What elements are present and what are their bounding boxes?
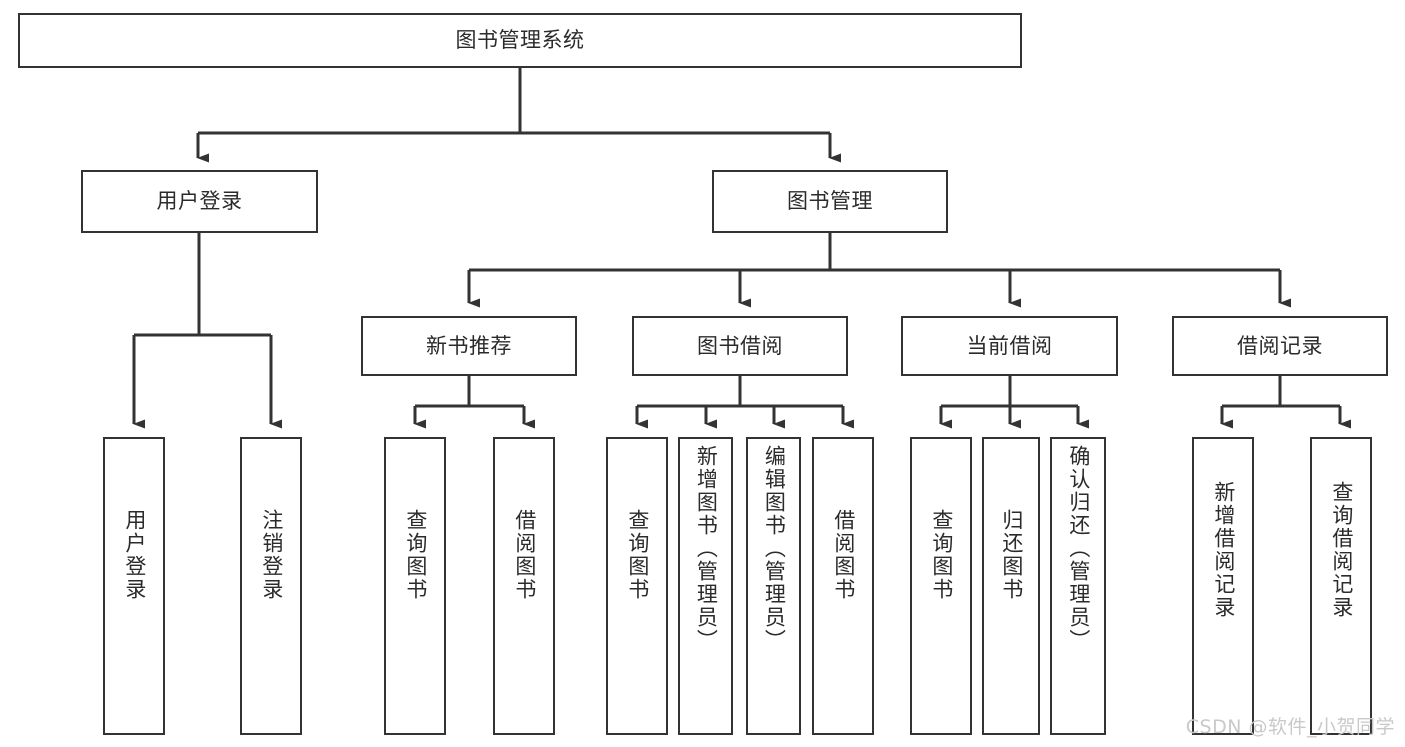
node-current-borrow[interactable]: 当前借阅 <box>901 316 1118 376</box>
leaf-logout-label: 注销登录 <box>259 509 284 601</box>
leaf-borrow-book-1[interactable]: 借阅图书 <box>493 437 555 735</box>
leaf-add-book[interactable]: 新增图书（管理员） <box>678 437 733 735</box>
leaf-user-login[interactable]: 用户登录 <box>103 437 165 735</box>
leaf-query-book-3-label: 查询图书 <box>929 509 954 601</box>
node-borrow-record[interactable]: 借阅记录 <box>1172 316 1388 376</box>
node-new-book-rec-label: 新书推荐 <box>426 333 512 358</box>
node-book-borrow-label: 图书借阅 <box>697 333 783 358</box>
leaf-add-record[interactable]: 新增借阅记录 <box>1192 437 1254 735</box>
leaf-borrow-book-2[interactable]: 借阅图书 <box>812 437 874 735</box>
leaf-borrow-book-2-label: 借阅图书 <box>831 509 856 601</box>
leaf-query-book-1-label: 查询图书 <box>403 509 428 601</box>
node-borrow-record-label: 借阅记录 <box>1237 333 1323 358</box>
node-book-borrow[interactable]: 图书借阅 <box>632 316 848 376</box>
leaf-add-record-label: 新增借阅记录 <box>1211 481 1236 619</box>
watermark-text: CSDN @软件_小贺同学 <box>1185 716 1395 738</box>
leaf-return-book-label: 归还图书 <box>999 509 1024 601</box>
node-current-borrow-label: 当前借阅 <box>966 333 1053 358</box>
node-user-login-label: 用户登录 <box>156 189 243 214</box>
leaf-borrow-book-1-label: 借阅图书 <box>512 509 537 601</box>
leaf-add-book-label: 新增图书（管理员） <box>694 445 719 652</box>
leaf-edit-book[interactable]: 编辑图书（管理员） <box>746 437 801 735</box>
leaf-return-book[interactable]: 归还图书 <box>982 437 1040 735</box>
leaf-query-book-2-label: 查询图书 <box>625 509 650 601</box>
leaf-logout[interactable]: 注销登录 <box>240 437 302 735</box>
leaf-user-login-label: 用户登录 <box>122 509 147 601</box>
leaf-edit-book-label: 编辑图书（管理员） <box>762 445 787 652</box>
leaf-confirm-return[interactable]: 确认归还（管理员） <box>1050 437 1106 735</box>
leaf-query-record[interactable]: 查询借阅记录 <box>1310 437 1372 735</box>
leaf-query-book-2[interactable]: 查询图书 <box>606 437 668 735</box>
leaf-query-record-label: 查询借阅记录 <box>1329 481 1354 619</box>
node-book-manage-label: 图书管理 <box>787 189 873 214</box>
leaf-confirm-return-label: 确认归还（管理员） <box>1066 445 1091 652</box>
leaf-query-book-1[interactable]: 查询图书 <box>384 437 446 735</box>
node-new-book-rec[interactable]: 新书推荐 <box>361 316 577 376</box>
node-book-manage[interactable]: 图书管理 <box>712 170 948 233</box>
node-user-login[interactable]: 用户登录 <box>81 170 318 233</box>
node-root-label: 图书管理系统 <box>455 28 585 53</box>
node-root[interactable]: 图书管理系统 <box>18 13 1022 68</box>
leaf-query-book-3[interactable]: 查询图书 <box>910 437 972 735</box>
